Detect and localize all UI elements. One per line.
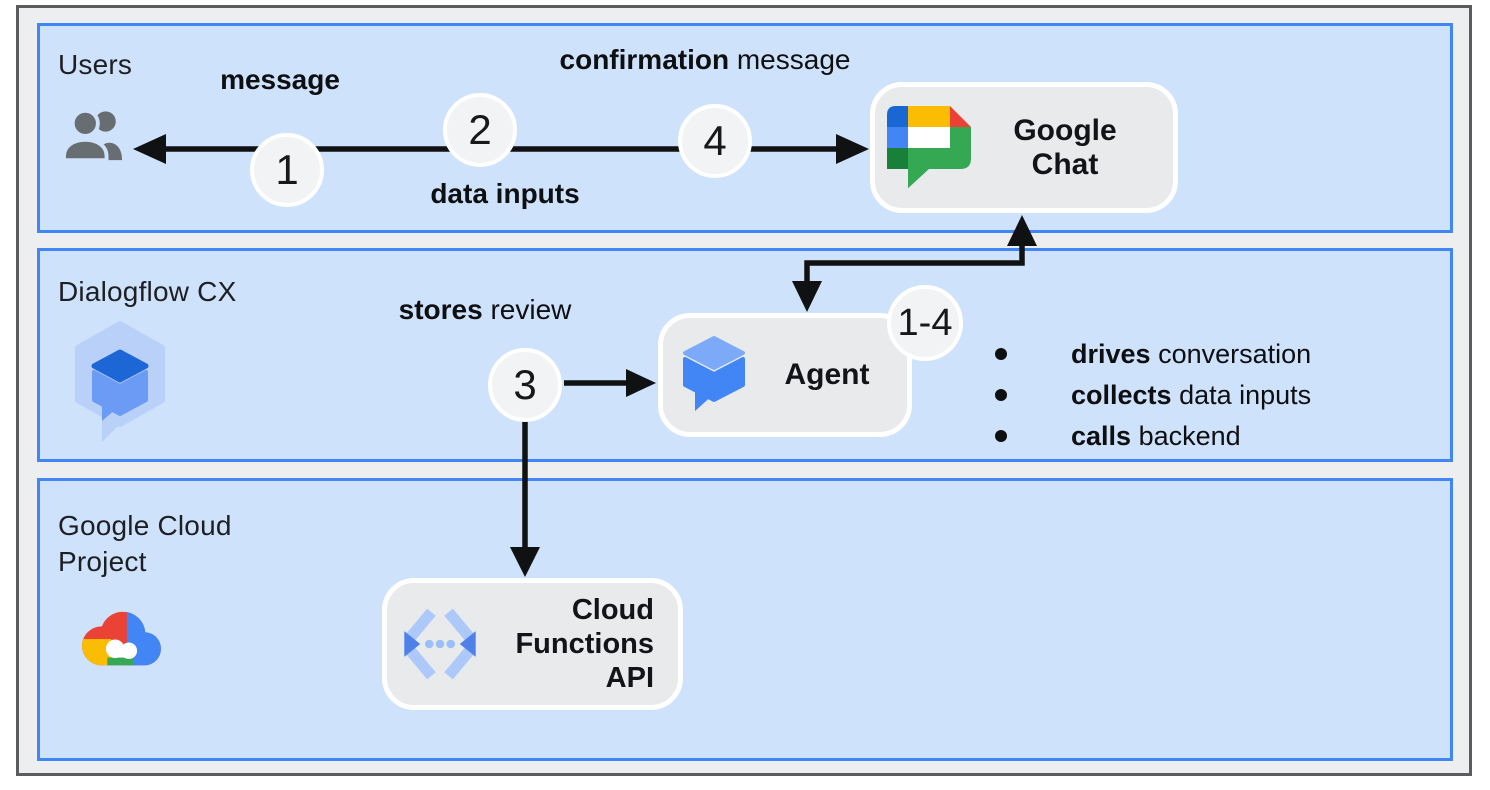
band-google-cloud-project <box>37 478 1453 761</box>
google-chat-icon <box>887 105 971 188</box>
agent-bullet-drives: drives conversation <box>995 336 1311 372</box>
edge-label-data-inputs-bold: data inputs <box>430 178 580 209</box>
agent-bullet-collects-bold: collects <box>1071 379 1172 410</box>
edge-label-confirmation-bold: confirmation <box>559 44 730 75</box>
cloud-functions-label-line2: Functions <box>515 628 654 660</box>
agent-node: Agent <box>658 313 912 437</box>
google-chat-label-line2: Chat <box>1031 147 1099 181</box>
step-circle-3: 3 <box>488 348 562 422</box>
agent-bullet-calls-bold: calls <box>1071 420 1132 451</box>
edge-label-confirmation-message: confirmation message <box>520 44 890 76</box>
agent-bullet-calls-text: calls backend <box>1071 421 1241 452</box>
edge-label-data-inputs: data inputs <box>420 178 590 210</box>
dialogflow-agent-icon <box>683 336 745 411</box>
bullet-dot-icon <box>995 430 1007 442</box>
agent-bullet-collects-text: collects data inputs <box>1071 380 1311 411</box>
step-badge-1-4: 1-4 <box>887 285 963 361</box>
agent-label: Agent <box>784 358 870 391</box>
cloud-functions-label-line3: API <box>605 662 654 694</box>
edge-label-confirmation-rest: message <box>729 44 851 75</box>
google-chat-label: Google Chat <box>971 114 1173 182</box>
cloud-functions-label: Cloud Functions API <box>483 593 678 695</box>
step-circle-2: 2 <box>443 93 517 167</box>
agent-bullet-calls-rest: backend <box>1131 420 1241 451</box>
agent-bullet-drives-text: drives conversation <box>1071 339 1311 370</box>
band-dialogflow-cx-title: Dialogflow CX <box>58 276 237 307</box>
users-icon <box>62 108 123 163</box>
agent-bullet-drives-rest: conversation <box>1150 338 1312 369</box>
agent-bullet-collects: collects data inputs <box>995 377 1311 413</box>
cloud-functions-node: Cloud Functions API <box>382 578 683 710</box>
dialogflow-cx-icon <box>75 321 165 442</box>
bullet-dot-icon <box>995 348 1007 360</box>
cloud-functions-label-line1: Cloud <box>571 594 654 626</box>
edge-label-stores-review: stores review <box>385 294 585 326</box>
agent-bullet-drives-bold: drives <box>1071 338 1151 369</box>
google-chat-label-line1: Google <box>1013 113 1117 147</box>
step-circle-1: 1 <box>250 133 324 207</box>
band-users-title: Users <box>58 49 133 80</box>
agent-bullet-collects-rest: data inputs <box>1171 379 1312 410</box>
agent-bullet-calls: calls backend <box>995 418 1241 454</box>
edge-label-message: message <box>210 64 350 96</box>
edge-label-message-bold: message <box>220 64 340 95</box>
step-circle-4: 4 <box>678 104 752 178</box>
edge-label-stores-bold: stores <box>398 294 483 325</box>
edge-label-stores-rest: review <box>482 294 572 325</box>
google-chat-node: Google Chat <box>870 82 1178 213</box>
band-google-cloud-project-title: Google Cloud Project <box>58 510 232 577</box>
google-cloud-icon <box>82 611 161 666</box>
bullet-dot-icon <box>995 389 1007 401</box>
cloud-functions-icon <box>404 608 476 680</box>
